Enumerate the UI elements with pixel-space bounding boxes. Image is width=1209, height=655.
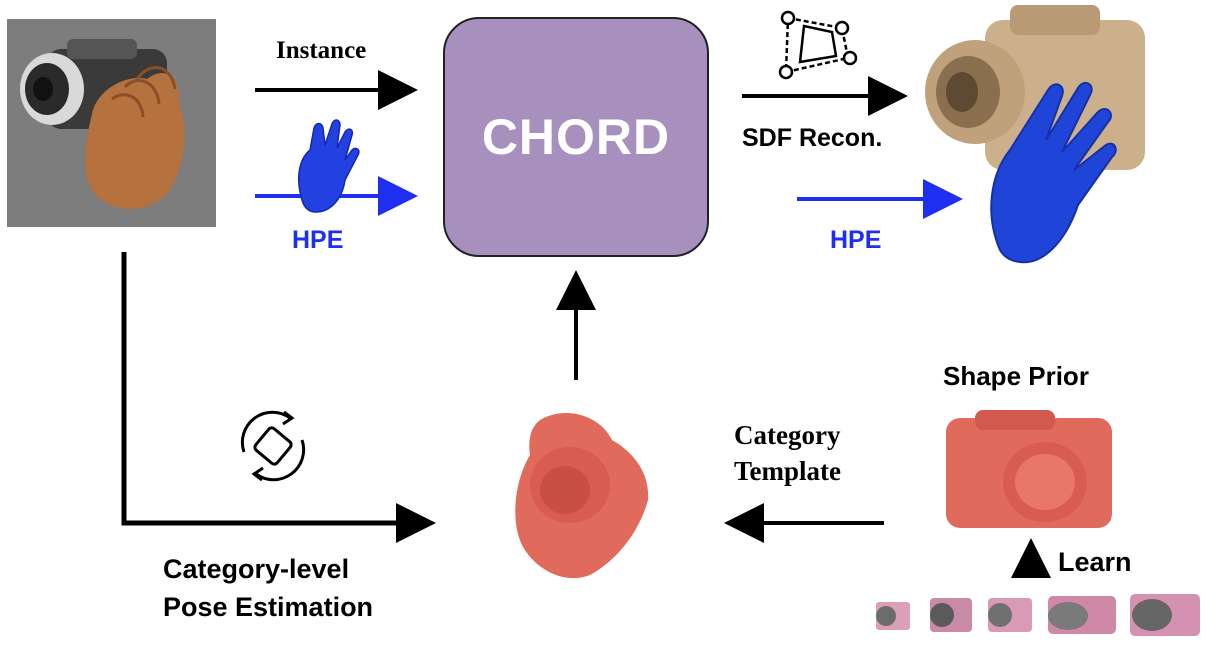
learning-camera-set: [876, 594, 1200, 636]
rotate-pose-icon: [240, 410, 306, 482]
reconstructed-hand: [990, 81, 1117, 264]
shape-prior-shape: [946, 410, 1112, 528]
input-image: [7, 19, 216, 227]
chord-label: CHORD: [481, 109, 671, 165]
sdf-recon-label: SDF Recon.: [742, 124, 883, 152]
category-template-shape: [515, 412, 649, 579]
reconstructed-camera-top: [1010, 5, 1100, 35]
learning-camera: [988, 598, 1032, 632]
learning-camera: [1048, 596, 1116, 634]
hand-finger-line: [135, 66, 177, 90]
camera-top: [67, 39, 137, 59]
pose-estimation-line2: Pose Estimation: [163, 592, 374, 622]
hand-finger-line: [123, 79, 161, 105]
sdf-polygon-icon: [778, 10, 858, 80]
hand-finger-line: [111, 93, 145, 118]
learning-camera: [1130, 594, 1200, 636]
reconstruction-output: [925, 5, 1145, 264]
pose-estimation-line1: Category-level: [163, 554, 350, 584]
learning-camera: [876, 602, 910, 630]
category-template-line1: Category: [734, 420, 841, 450]
instance-label: Instance: [276, 37, 367, 64]
category-template-label: Category Template: [734, 417, 841, 489]
shape-prior-label: Shape Prior: [943, 361, 1089, 391]
learning-camera: [930, 598, 972, 632]
hpe-input-label: HPE: [292, 226, 344, 254]
learn-label: Learn: [1058, 547, 1132, 577]
hpe-output-label: HPE: [830, 226, 882, 254]
reconstructed-lens-core: [946, 72, 978, 112]
camera-lens-core: [33, 77, 53, 101]
category-template-line2: Template: [734, 456, 841, 486]
pose-estimation-label: Category-level Pose Estimation: [163, 550, 373, 626]
input-hand-camera-illustration: [20, 39, 185, 209]
pose-estimation-path: [121, 252, 428, 526]
chord-block: CHORD: [443, 17, 709, 257]
hand-skin: [85, 73, 185, 209]
hand-icon: [297, 119, 360, 213]
